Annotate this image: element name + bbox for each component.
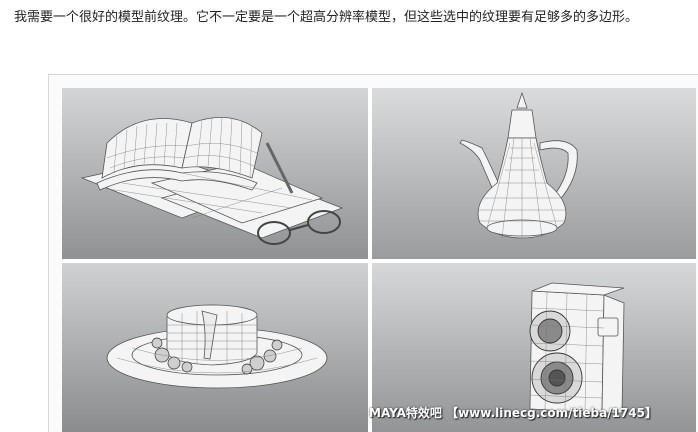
image-frame: MAYA特效吧 【www.linecg.com/tieba/1745】: [48, 74, 698, 432]
tile-teapot-wireframe: [372, 88, 696, 259]
tile-books-wireframe: [62, 88, 368, 259]
tile-camera-wireframe: [372, 263, 696, 432]
post-intro-text: 我需要一个很好的模型前纹理。它不一定要是一个超高分辨率模型，但这些选中的纹理要有…: [14, 10, 639, 25]
wireframe-collage-image[interactable]: MAYA特效吧 【www.linecg.com/tieba/1745】: [62, 88, 696, 432]
image-watermark: MAYA特效吧 【www.linecg.com/tieba/1745】: [369, 406, 658, 420]
tile-pancakes-wireframe: [62, 263, 368, 432]
